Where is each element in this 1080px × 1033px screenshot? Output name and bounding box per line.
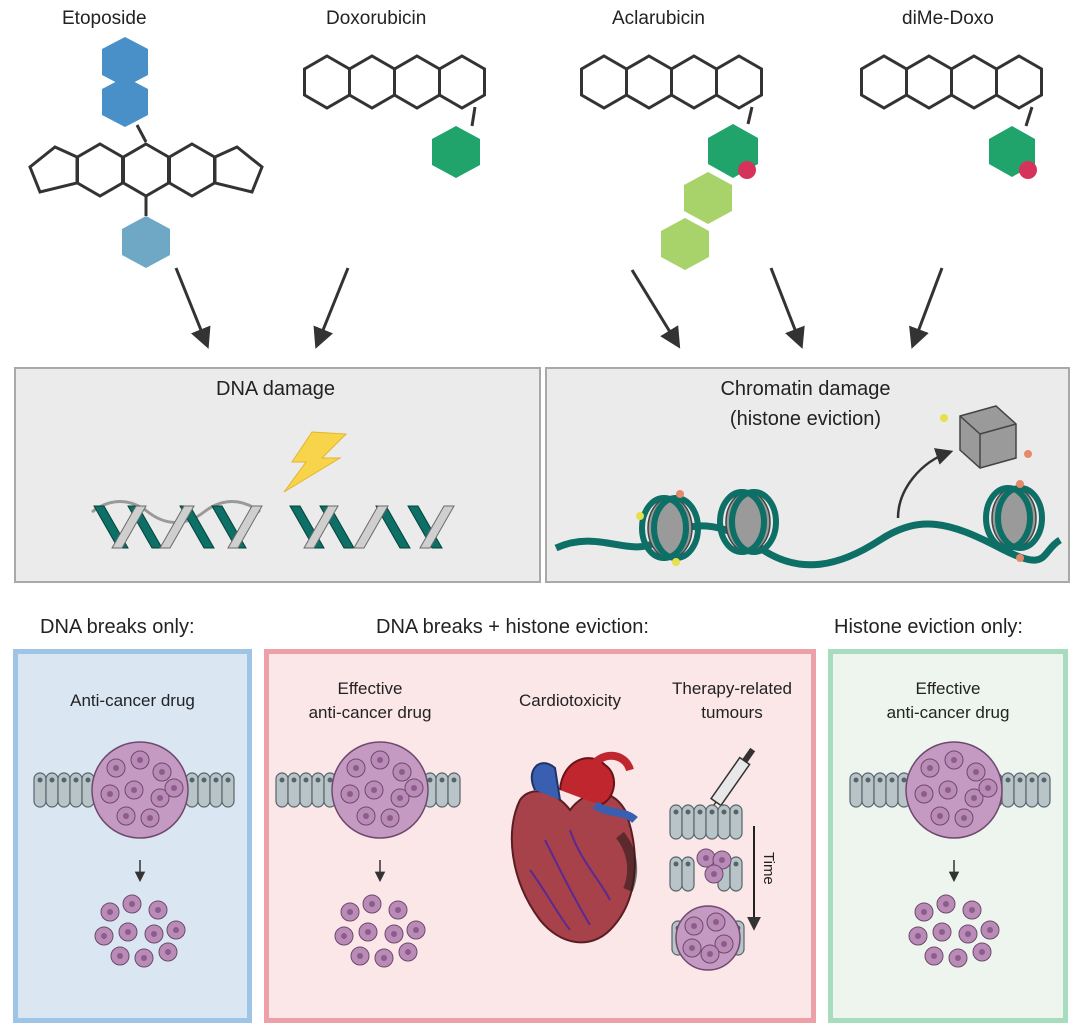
- tumour-effective-both: [275, 741, 461, 968]
- tumour-histone-only: [849, 741, 1051, 968]
- dna-damage-box: [14, 367, 541, 583]
- eviction-arrow: [896, 448, 954, 519]
- doxorubicin-label: Doxorubicin: [326, 8, 427, 29]
- nucleosome-3: [983, 480, 1045, 562]
- doxorubicin-structure: [303, 54, 486, 178]
- dna-damage-title: DNA damage: [216, 378, 335, 400]
- anti-cancer-drug-label: Anti-cancer drug: [70, 691, 195, 710]
- arrow-doxorubicin: [313, 267, 350, 349]
- effective-label-line2: anti-cancer drug: [308, 703, 432, 722]
- arrow-dime-doxo: [909, 267, 944, 349]
- therapy-tumours: [669, 747, 761, 971]
- arrow-aclarubicin-left: [630, 269, 681, 349]
- therapy-label-line2: tumours: [701, 703, 763, 722]
- histone-effective-line1: Effective: [915, 679, 981, 698]
- histone-eviction-subtitle: (histone eviction): [729, 408, 882, 430]
- heart-icon: [510, 751, 638, 944]
- aclarubicin-structure: [580, 54, 763, 270]
- dna-breaks-only-title: DNA breaks only:: [40, 616, 195, 638]
- arrows: [174, 267, 944, 349]
- tumour-dna-breaks-only: [33, 741, 235, 968]
- etoposide-structure: [28, 37, 264, 268]
- chromatin-icon: [554, 405, 1063, 569]
- evicted-histone: [940, 405, 1032, 469]
- both-title: DNA breaks + histone eviction:: [376, 616, 649, 638]
- time-label: Time: [760, 852, 777, 885]
- nucleosome-1: [636, 490, 701, 566]
- etoposide-label: Etoposide: [62, 8, 147, 29]
- cardiotoxicity-label: Cardiotoxicity: [518, 691, 622, 710]
- histone-only-title: Histone eviction only:: [834, 616, 1023, 638]
- lightning-icon: [283, 431, 348, 493]
- arrow-etoposide: [174, 267, 211, 349]
- effective-label-line1: Effective: [337, 679, 403, 698]
- therapy-label-line1: Therapy-related: [671, 679, 792, 698]
- chromatin-damage-title: Chromatin damage: [720, 378, 891, 400]
- histone-effective-line2: anti-cancer drug: [886, 703, 1010, 722]
- dime-doxo-structure: [860, 54, 1043, 179]
- nucleosome-2: [717, 489, 779, 555]
- aclarubicin-label: Aclarubicin: [612, 8, 705, 29]
- arrow-aclarubicin-right: [769, 267, 805, 349]
- broken-dna-icon: [91, 431, 455, 549]
- dime-doxo-label: diMe-Doxo: [902, 8, 994, 29]
